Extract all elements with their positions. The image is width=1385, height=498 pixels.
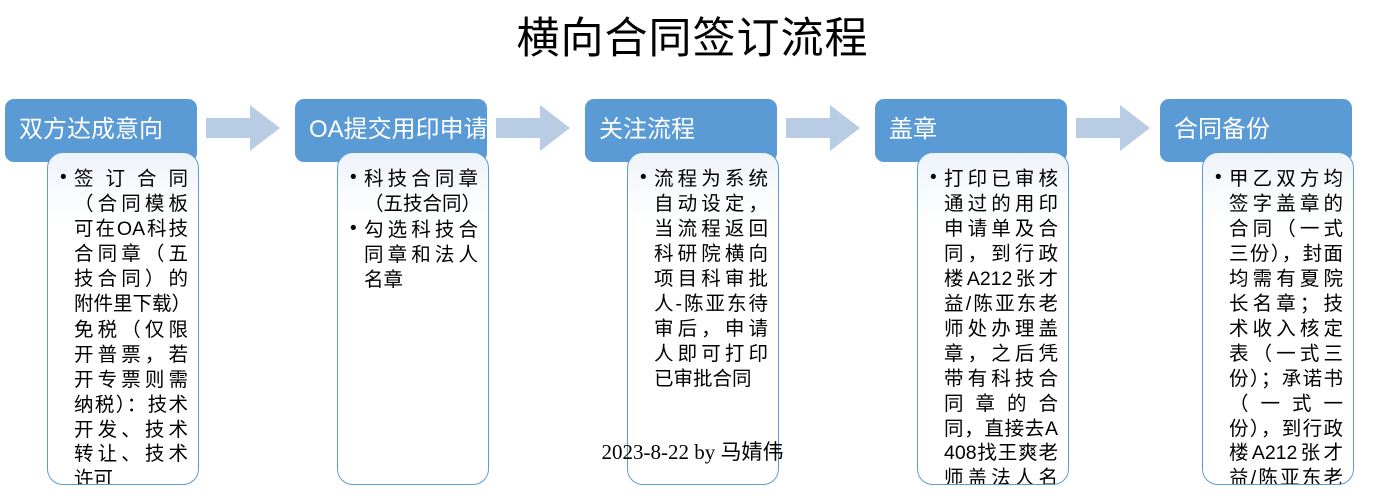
flow-arrow-4 [1076,105,1150,151]
step-paragraph: 流程为系统自动设定，当流程返回科研院横向项目科审批人-陈亚东待审后，申请人即可打… [640,166,768,392]
step-header-label-1: 双方达成意向 [19,116,163,144]
step-header-label-3: 关注流程 [599,116,695,144]
step-card-1[interactable]: 签订合同（合同模板可在OA科技合同章（五技合同）的附件里下载） 免税（仅限开普票… [47,152,199,485]
flow-arrow-3 [786,105,860,151]
step-body-4: 打印已审核通过的用印申请单及合同，到行政楼A212张才益/陈亚东老师处办理盖章，… [930,166,1058,484]
flow-arrow-1 [206,105,280,151]
step-paragraph: 甲乙双方均签字盖章的合同（一式三份），封面均需有夏院长名章；技术收入核定表（一式… [1215,166,1343,484]
step-paragraph: 签订合同（合同模板可在OA科技合同章（五技合同）的附件里下载） [60,166,191,317]
step-card-3[interactable]: 流程为系统自动设定，当流程返回科研院横向项目科审批人-陈亚东待审后，申请人即可打… [627,152,779,485]
step-card-5[interactable]: 甲乙双方均签字盖章的合同（一式三份），封面均需有夏院长名章；技术收入核定表（一式… [1202,152,1354,485]
step-header-1[interactable]: 双方达成意向 [5,99,197,162]
step-header-label-4: 盖章 [889,116,937,144]
step-header-3[interactable]: 关注流程 [585,99,777,162]
step-card-2[interactable]: 科技合同章（五技合同） 勾选科技合同章和法人名章 [337,152,489,485]
step-body-3: 流程为系统自动设定，当流程返回科研院横向项目科审批人-陈亚东待审后，申请人即可打… [640,166,768,392]
step-body-1: 签订合同（合同模板可在OA科技合同章（五技合同）的附件里下载） 免税（仅限开普票… [60,166,191,485]
page-title: 横向合同签订流程 [516,15,869,63]
step-paragraph: 勾选科技合同章和法人名章 [350,217,478,293]
step-paragraph: 免税（仅限开普票，若开专票则需纳税）：技术开发、技术转让、技术许可 [74,318,188,485]
step-card-4[interactable]: 打印已审核通过的用印申请单及合同，到行政楼A212张才益/陈亚东老师处办理盖章，… [917,152,1069,485]
step-paragraph: 科技合同章（五技合同） [350,166,481,217]
footer-note: 2023-8-22 by 马婧伟 [601,440,784,464]
step-body-5: 甲乙双方均签字盖章的合同（一式三份），封面均需有夏院长名章；技术收入核定表（一式… [1215,166,1343,484]
flow-arrow-2 [496,105,570,151]
step-header-2[interactable]: OA提交用印申请 [295,99,488,162]
step-paragraph: 打印已审核通过的用印申请单及合同，到行政楼A212张才益/陈亚东老师处办理盖章，… [930,166,1058,484]
step-header-label-2: OA提交用印申请 [309,116,488,144]
step-header-label-5: 合同备份 [1174,116,1270,144]
step-header-4[interactable]: 盖章 [875,99,1067,162]
step-header-5[interactable]: 合同备份 [1160,99,1352,162]
step-body-2: 科技合同章（五技合同） 勾选科技合同章和法人名章 [350,166,481,293]
